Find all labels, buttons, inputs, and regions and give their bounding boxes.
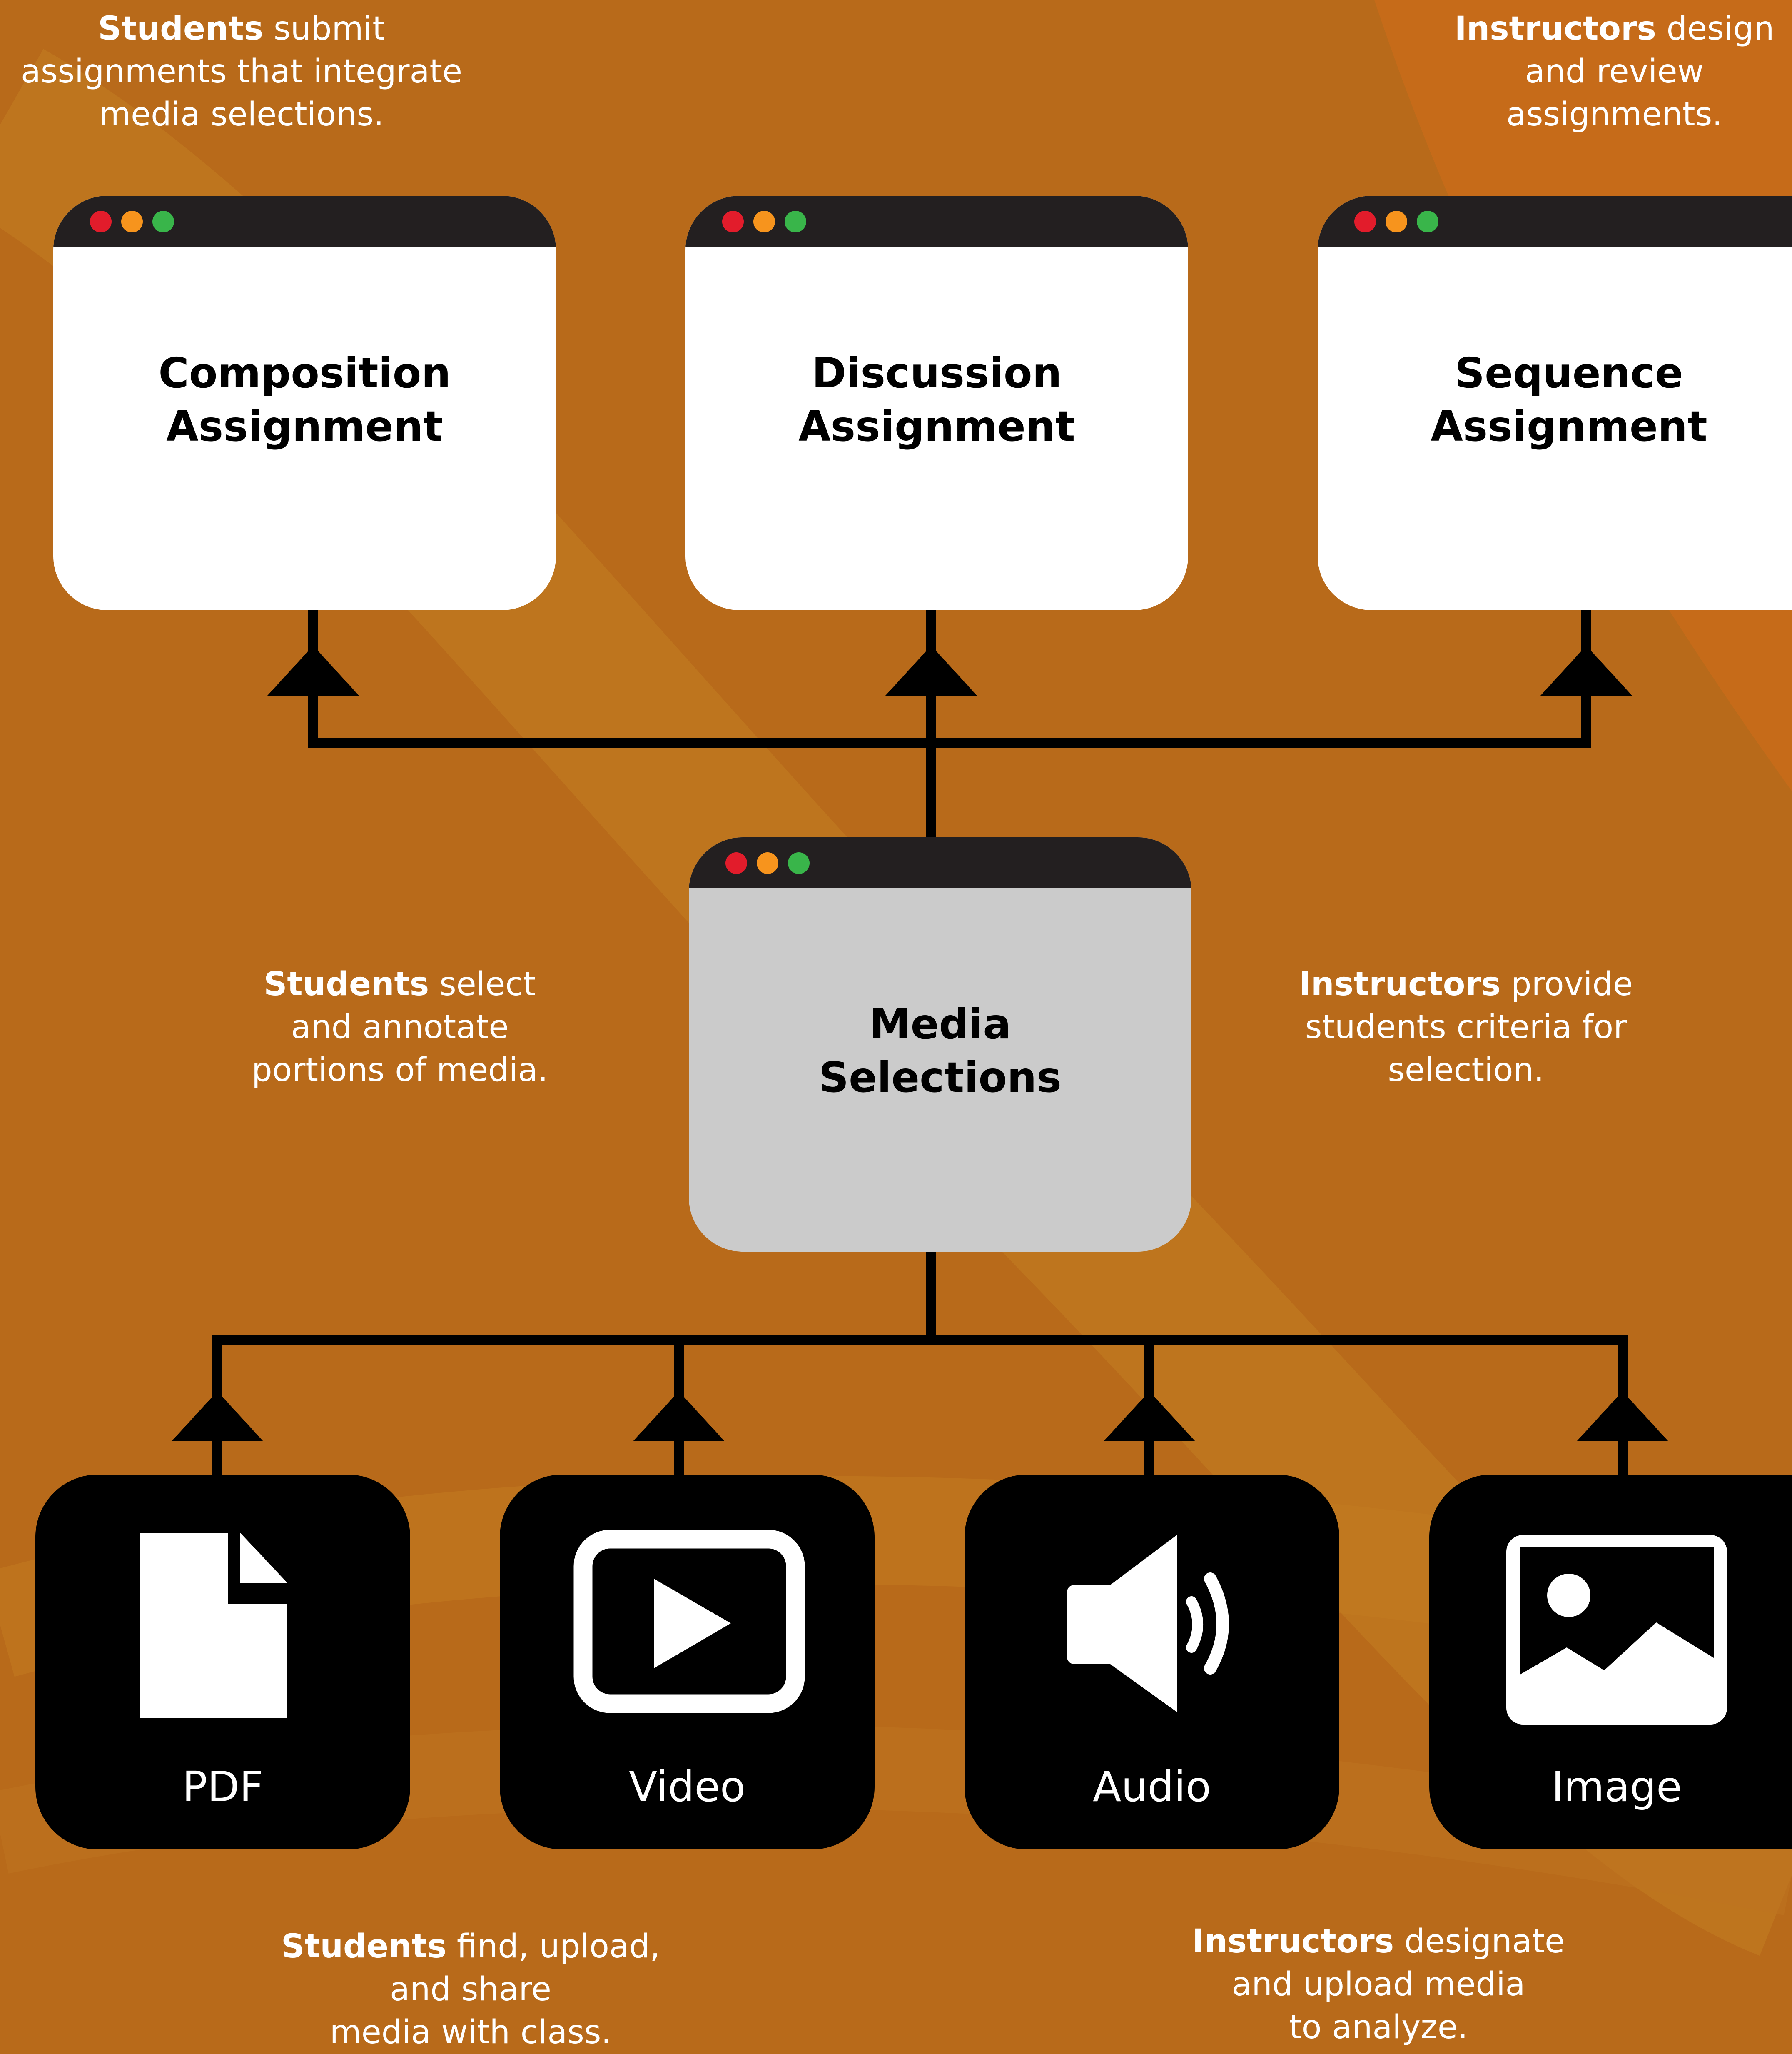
media-label: Video bbox=[628, 1762, 746, 1811]
window-titlebar bbox=[689, 837, 1191, 888]
close-dot-icon bbox=[1354, 211, 1376, 232]
window-title: Sequence Assignment bbox=[1431, 349, 1707, 451]
caption-mid-right: Instructors provide students criteria fo… bbox=[1299, 966, 1633, 1089]
maximize-dot-icon bbox=[152, 211, 174, 232]
window-titlebar bbox=[685, 196, 1188, 247]
window-title: Composition Assignment bbox=[158, 349, 451, 451]
discussion-assignment-window[interactable]: Discussion Assignment bbox=[685, 196, 1188, 610]
media-tile-audio[interactable]: Audio bbox=[965, 1475, 1339, 1849]
maximize-dot-icon bbox=[1417, 211, 1438, 232]
media-label: Audio bbox=[1092, 1762, 1211, 1811]
document-icon bbox=[140, 1533, 287, 1718]
window-title: Discussion Assignment bbox=[798, 349, 1075, 451]
caption-bottom-left: Students find, upload, and share media w… bbox=[281, 1928, 660, 2051]
caption-top-right: Instructors design and review assignment… bbox=[1454, 10, 1775, 133]
minimize-dot-icon bbox=[753, 211, 775, 232]
play-icon bbox=[573, 1530, 805, 1713]
window-titlebar bbox=[1318, 196, 1792, 247]
media-tile-image[interactable]: Image bbox=[1429, 1475, 1792, 1849]
media-tile-video[interactable]: Video bbox=[500, 1475, 875, 1849]
media-tile-pdf[interactable]: PDF bbox=[35, 1475, 410, 1849]
media-label: Image bbox=[1551, 1762, 1682, 1811]
media-selections-window[interactable]: Media Selections bbox=[689, 837, 1191, 1252]
caption-bottom-right: Instructors designate and upload media t… bbox=[1192, 1923, 1565, 2046]
window-titlebar bbox=[53, 196, 556, 247]
maximize-dot-icon bbox=[788, 852, 810, 874]
minimize-dot-icon bbox=[121, 211, 143, 232]
media-label: PDF bbox=[182, 1762, 264, 1811]
window-title: Media Selections bbox=[819, 1000, 1062, 1102]
image-icon bbox=[1506, 1535, 1727, 1725]
close-dot-icon bbox=[722, 211, 744, 232]
minimize-dot-icon bbox=[757, 852, 778, 874]
speaker-icon bbox=[1067, 1535, 1229, 1712]
close-dot-icon bbox=[725, 852, 747, 874]
caption-top-left: Students submit assignments that integra… bbox=[21, 10, 462, 133]
maximize-dot-icon bbox=[785, 211, 806, 232]
sequence-assignment-window[interactable]: Sequence Assignment bbox=[1318, 196, 1792, 610]
close-dot-icon bbox=[90, 211, 112, 232]
composition-assignment-window[interactable]: Composition Assignment bbox=[53, 196, 556, 610]
caption-mid-left: Students select and annotate portions of… bbox=[252, 966, 548, 1089]
minimize-dot-icon bbox=[1386, 211, 1407, 232]
